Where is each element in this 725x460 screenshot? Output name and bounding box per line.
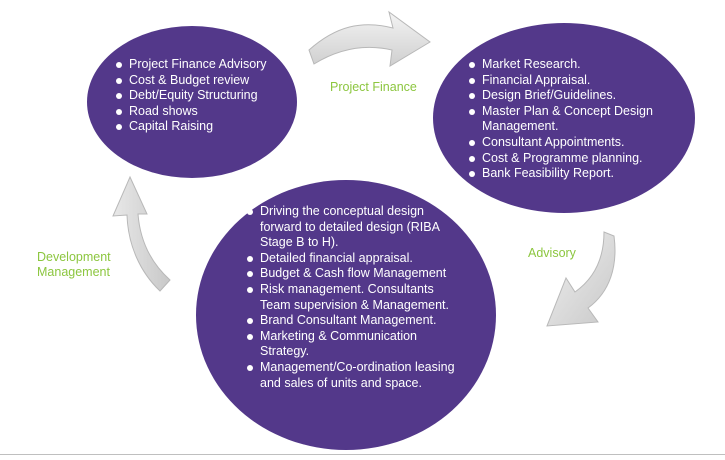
list-item: Master Plan & Concept Design Management. [467,104,665,135]
list-item: Financial Appraisal. [467,73,665,89]
curved-arrow-right-icon [546,231,616,327]
list-item: Capital Raising [114,119,284,135]
list-item: Consultant Appointments. [467,135,665,151]
list-item: Design Brief/Guidelines. [467,88,665,104]
list-item: Driving the conceptual design forward to… [245,204,463,251]
list-item: Brand Consultant Management. [245,313,463,329]
development-management-label-line2: Management [37,265,110,279]
project-finance-list: Project Finance Advisory Cost & Budget r… [114,57,284,135]
curved-arrow-left-icon [112,175,171,292]
curved-arrow-top-icon [308,10,431,67]
list-item: Cost & Programme planning. [467,151,665,167]
development-management-circle [196,180,496,450]
list-item: Risk management. Consultants Team superv… [245,282,463,313]
project-finance-circle [87,26,297,178]
list-item: Budget & Cash flow Management [245,266,463,282]
advisory-circle [433,23,695,213]
list-item: Market Research. [467,57,665,73]
project-finance-label: Project Finance [330,80,417,94]
advisory-label: Advisory [528,246,576,260]
list-item: Management/Co-ordination leasing and sal… [245,360,463,391]
list-item: Bank Feasibility Report. [467,166,665,182]
development-management-label-line1: Development [37,250,111,264]
development-management-list: Driving the conceptual design forward to… [245,204,463,391]
list-item: Marketing & Communication Strategy. [245,329,463,360]
advisory-list: Market Research. Financial Appraisal. De… [467,57,665,182]
bottom-divider [0,454,725,455]
list-item: Road shows [114,104,284,120]
list-item: Detailed financial appraisal. [245,251,463,267]
list-item: Cost & Budget review [114,73,284,89]
list-item: Debt/Equity Structuring [114,88,284,104]
list-item: Project Finance Advisory [114,57,284,73]
